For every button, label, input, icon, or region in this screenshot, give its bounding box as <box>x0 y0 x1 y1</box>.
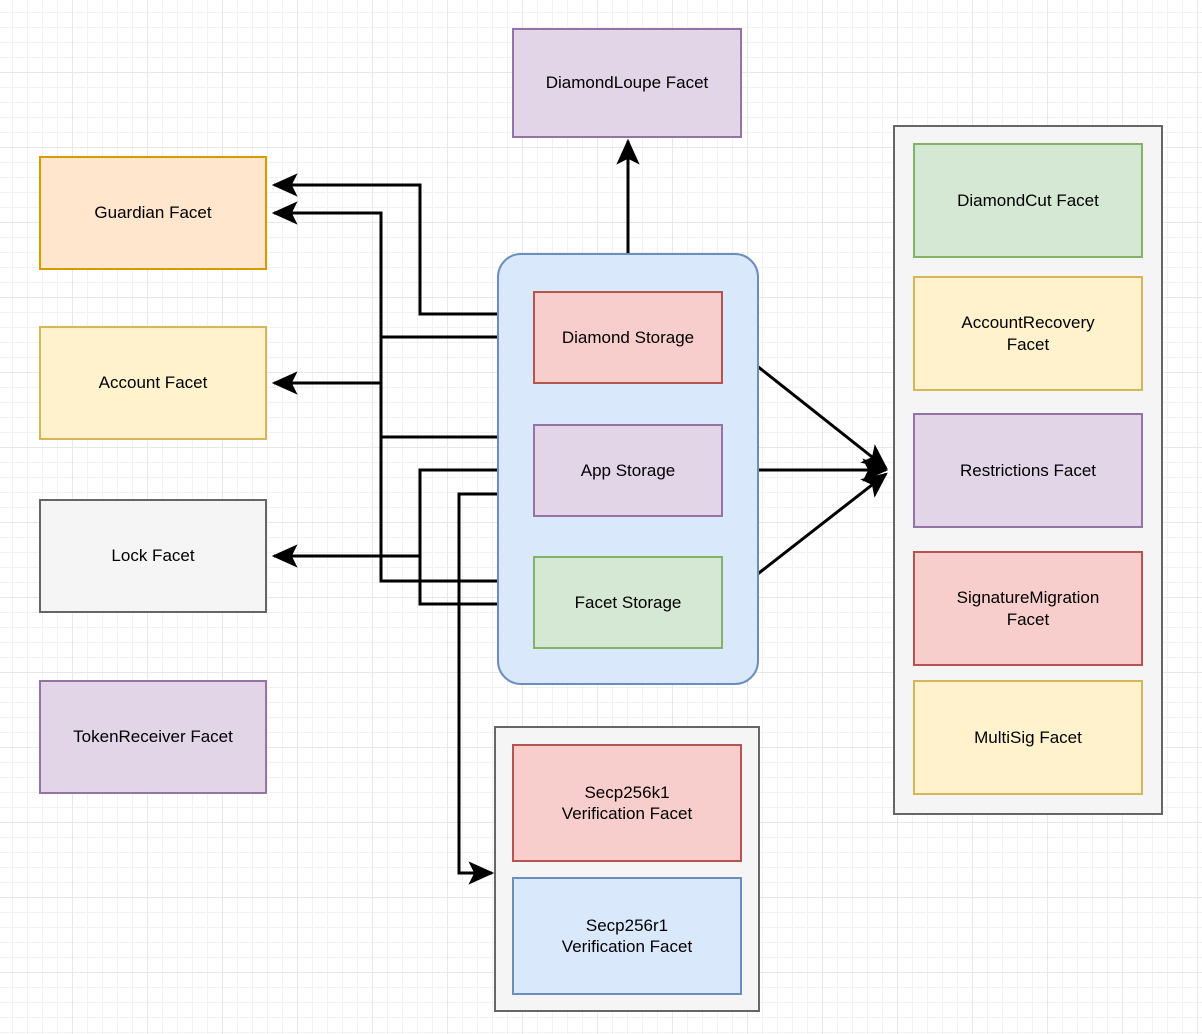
node-diamond-cut-facet[interactable]: DiamondCut Facet <box>913 143 1143 258</box>
node-facet-storage[interactable]: Facet Storage <box>533 556 723 649</box>
node-guardian-facet[interactable]: Guardian Facet <box>39 156 267 270</box>
node-diamond-loupe-facet[interactable]: DiamondLoupe Facet <box>512 28 742 138</box>
node-secp256r1-verification-facet[interactable]: Secp256r1 Verification Facet <box>512 877 742 995</box>
edge-appstorage-to-guardian <box>271 201 533 439</box>
node-secp256k1-verification-facet[interactable]: Secp256k1 Verification Facet <box>512 744 742 862</box>
node-account-recovery-facet[interactable]: AccountRecovery Facet <box>913 276 1143 391</box>
node-app-storage[interactable]: App Storage <box>533 424 723 517</box>
node-diamond-storage[interactable]: Diamond Storage <box>533 291 723 384</box>
edge-diamondstorage-to-guardian <box>271 173 533 316</box>
node-lock-facet[interactable]: Lock Facet <box>39 499 267 613</box>
node-signature-migration-facet[interactable]: SignatureMigration Facet <box>913 551 1143 666</box>
node-multisig-facet[interactable]: MultiSig Facet <box>913 680 1143 795</box>
edge-appstorage-to-lock <box>271 468 533 568</box>
node-account-facet[interactable]: Account Facet <box>39 326 267 440</box>
node-restrictions-facet[interactable]: Restrictions Facet <box>913 413 1143 528</box>
node-token-receiver-facet[interactable]: TokenReceiver Facet <box>39 680 267 794</box>
edge-diamondstorage-to-account <box>271 335 533 395</box>
